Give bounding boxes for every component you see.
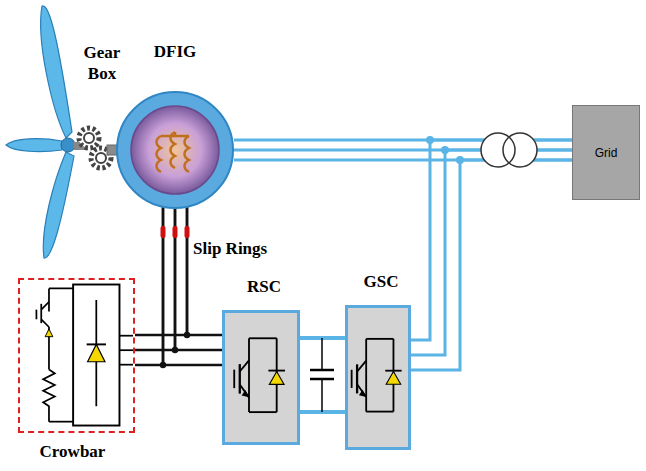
three-phase-connector [411,136,572,370]
dc-link-capacitor [310,338,334,412]
converter-box: RSC [222,310,300,445]
component-label: GSC [348,272,414,292]
crowbar-box: Crowbar [18,278,135,433]
component-label: DFIG [125,42,225,62]
transformer-symbol [481,133,537,167]
crowbar-circuit [20,280,133,431]
converter-switch [225,313,297,442]
wire [135,207,175,350]
box-text: Grid [573,106,639,199]
igbt-diode-symbol [234,338,285,412]
slip-rings [161,226,190,238]
turbine-blades [6,6,75,258]
junction-dot [441,146,449,154]
junction-dot [160,362,166,368]
generator-circle: DFIG [115,90,235,210]
igbt-diode-symbol [352,339,402,412]
converter-switch [348,308,408,447]
wire [187,207,222,335]
three-phase-connector [163,207,222,365]
gearbox-icon [74,128,119,168]
wire [163,207,222,365]
three-phase-connector [135,207,190,368]
junction-dot [172,347,178,353]
wire [135,207,163,365]
wire [135,207,187,335]
three-phase-connector [300,338,345,412]
generator-symbol [115,90,235,210]
component-label: RSC [225,277,303,297]
junction-dot [184,332,190,338]
grid-box: Grid [572,105,640,200]
part-label: Gear Box [72,42,132,84]
wire [411,150,572,355]
wire [411,140,572,340]
component-label: Crowbar [14,442,131,462]
part-label: Slip Rings [193,238,288,259]
wire [411,160,572,370]
junction-dot [456,156,464,164]
junction-dot [426,136,434,144]
wire [175,207,222,350]
converter-box: GSC [345,305,411,450]
